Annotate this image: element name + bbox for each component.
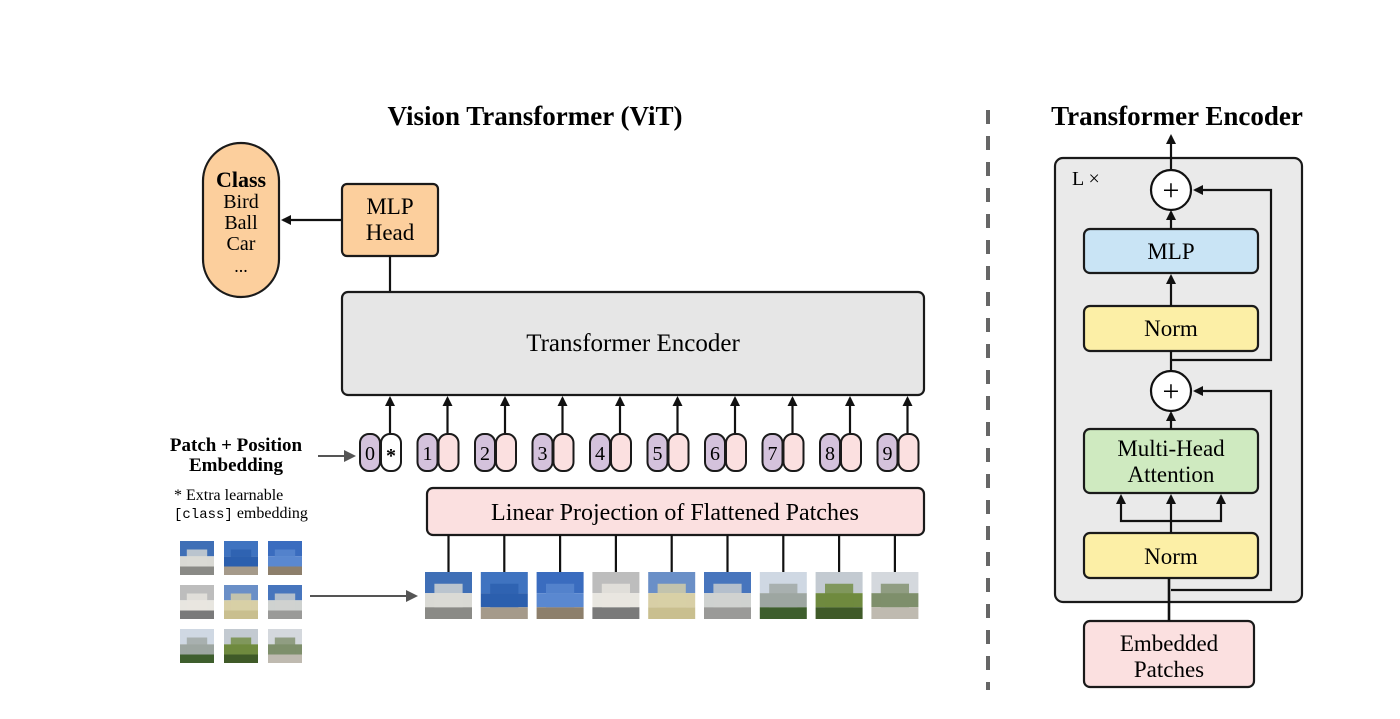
- token-pair-8: 8: [819, 433, 862, 472]
- mha-line1: Multi-Head: [1117, 436, 1225, 461]
- token-pair-7: 7: [761, 433, 805, 472]
- patch-1: [425, 572, 472, 619]
- mlp-head-line2: Head: [366, 220, 415, 245]
- encoder-detail-title: Transformer Encoder: [1051, 101, 1303, 131]
- norm-bottom-box: Norm: [1082, 531, 1260, 580]
- transformer-encoder-box: Transformer Encoder: [340, 290, 926, 397]
- position-token-1: 1: [423, 443, 433, 465]
- patch-6: [704, 572, 751, 619]
- position-token-5: 5: [653, 443, 663, 465]
- note-class-code: [class]: [174, 507, 233, 523]
- grid-cell-6: [268, 585, 302, 619]
- token-pair-6: 6: [704, 433, 747, 472]
- token-pair-2: 2: [474, 433, 517, 472]
- position-token-0: 0: [365, 443, 375, 465]
- norm-top-box: Norm: [1082, 304, 1260, 353]
- plus-top: +: [1163, 174, 1180, 207]
- qkv-arrows: [1116, 494, 1226, 533]
- token-pair-0: 0*: [359, 433, 402, 472]
- multi-head-attention-box: Multi-Head Attention: [1082, 427, 1260, 495]
- residual-skip-bottom: [1171, 386, 1273, 592]
- repeat-label: L ×: [1072, 168, 1100, 190]
- grid-cell-8: [224, 629, 258, 663]
- embedding-label-line2: Embedding: [189, 455, 283, 476]
- vit-title: Vision Transformer (ViT): [388, 101, 683, 131]
- position-token-6: 6: [710, 443, 720, 465]
- token-pair-5: 5: [646, 433, 690, 472]
- class-item-bird: Bird: [223, 191, 259, 213]
- mlp-box: MLP: [1082, 227, 1260, 275]
- patch-3: [536, 572, 584, 619]
- plus-bottom: +: [1163, 375, 1180, 408]
- norm-top-label: Norm: [1144, 316, 1198, 341]
- patch-lines: [447, 535, 897, 572]
- mha-line2: Attention: [1128, 462, 1215, 487]
- position-token-7: 7: [768, 443, 778, 465]
- token-pair-9: 9: [876, 433, 920, 472]
- mlp-head-line1: MLP: [366, 194, 413, 219]
- grid-cell-4: [180, 585, 214, 619]
- class-output-box: Class Bird Ball Car ...: [201, 141, 281, 299]
- patch-2: [480, 572, 528, 619]
- token-arrows: [385, 396, 913, 434]
- patch-8: [815, 572, 863, 619]
- grid-cell-2: [224, 541, 258, 575]
- class-token-star: *: [386, 445, 396, 467]
- embedded-patches-box: Embedded Patches: [1082, 619, 1256, 689]
- note-line2: [class] embedding: [174, 505, 308, 523]
- grid-cell-1: [180, 541, 214, 575]
- transformer-encoder-label: Transformer Encoder: [526, 330, 740, 357]
- patch-9: [871, 572, 919, 619]
- position-token-3: 3: [538, 443, 548, 465]
- position-token-2: 2: [480, 443, 490, 465]
- embedding-label-line1: Patch + Position: [170, 435, 303, 456]
- residual-skip-top: [1171, 185, 1273, 362]
- grid-cell-7: [180, 629, 214, 663]
- token-pair-4: 4: [589, 433, 632, 472]
- linear-projection-box: Linear Projection of Flattened Patches: [425, 486, 926, 537]
- class-title: Class: [216, 167, 267, 192]
- class-item-car: Car: [227, 233, 256, 255]
- position-token-4: 4: [595, 443, 605, 465]
- embedded-line2: Patches: [1134, 657, 1204, 682]
- grid-cell-5: [224, 585, 258, 619]
- patch-4: [592, 572, 640, 619]
- mlp-head-box: MLP Head: [340, 182, 440, 258]
- residual-add-top: +: [1149, 168, 1193, 212]
- mlp-label: MLP: [1147, 239, 1194, 264]
- norm-bottom-label: Norm: [1144, 544, 1198, 569]
- patch-7: [759, 572, 807, 619]
- note-line2-rest: embedding: [233, 505, 308, 522]
- position-token-8: 8: [825, 443, 835, 465]
- note-line1: * Extra learnable: [174, 487, 283, 504]
- token-pair-1: 1: [416, 433, 460, 472]
- position-token-9: 9: [883, 443, 893, 465]
- linear-projection-label: Linear Projection of Flattened Patches: [491, 500, 859, 526]
- grid-cell-9: [268, 629, 302, 663]
- embedded-line1: Embedded: [1120, 631, 1219, 656]
- token-pair-3: 3: [531, 433, 575, 472]
- grid-cell-3: [268, 541, 302, 575]
- patch-5: [648, 572, 696, 619]
- class-item-ball: Ball: [224, 212, 258, 234]
- residual-add-bottom: +: [1149, 369, 1193, 413]
- patch-row: [425, 572, 919, 619]
- class-item-more: ...: [234, 256, 248, 276]
- image-grid: [180, 541, 302, 663]
